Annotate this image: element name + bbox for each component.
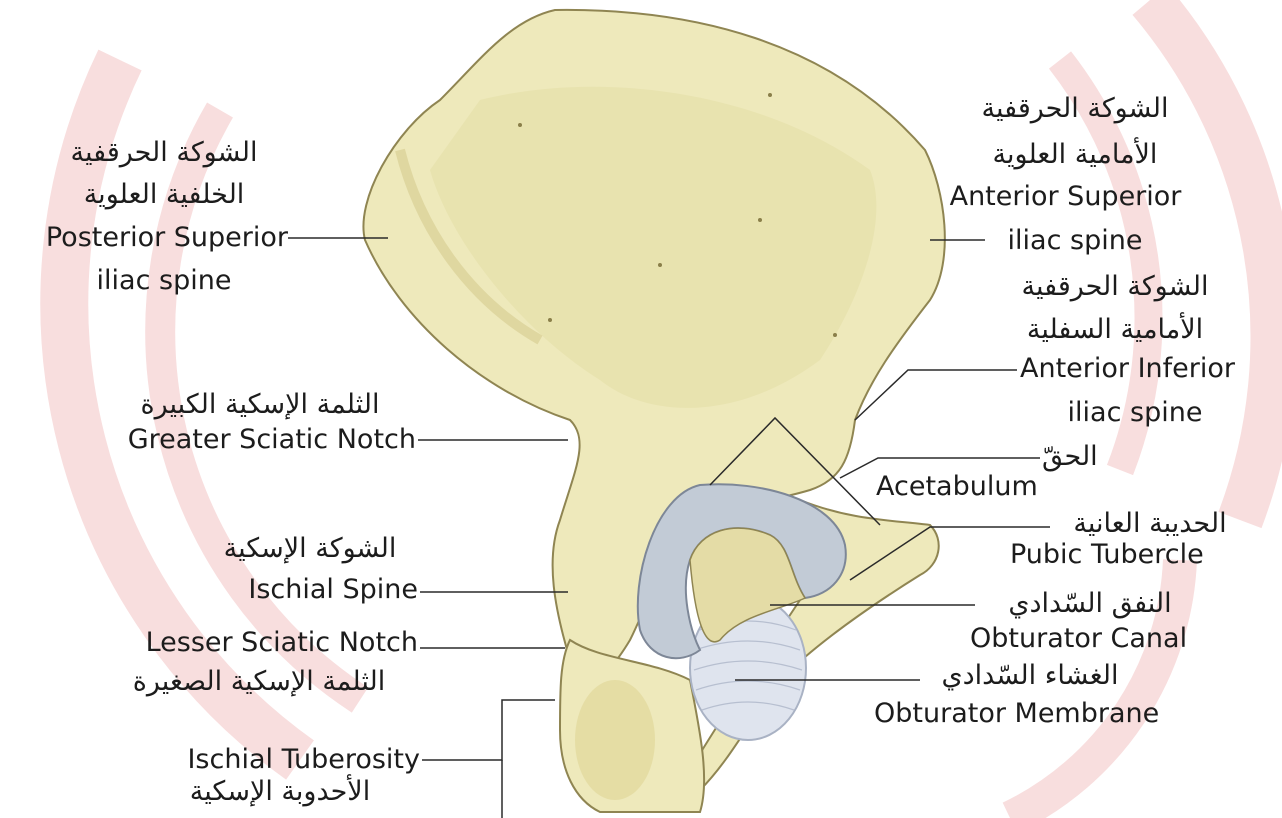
- psis-label-ar-2: الخلفية العلوية: [48, 178, 280, 212]
- acet-label-ar: الحقّ: [1042, 440, 1162, 474]
- asis-label-ar-1: الشوكة الحرقفية: [950, 92, 1200, 126]
- asis-label-ar-2: الأمامية العلوية: [950, 138, 1200, 172]
- ispine-label-en: Ischial Spine: [150, 573, 418, 607]
- aiis-label-en-2: iliac spine: [1010, 396, 1260, 430]
- psis-label-en-1: Posterior Superior: [4, 221, 288, 255]
- hip-bone-illustration: [363, 10, 944, 812]
- lsn-label-ar: الثلمة الإسكية الصغيرة: [100, 665, 418, 699]
- obcan-label-ar: النفق السّدادي: [975, 587, 1205, 621]
- obmem-label-en: Obturator Membrane: [874, 697, 1204, 731]
- ituber-label-en: Ischial Tuberosity: [110, 743, 420, 777]
- psis-label-ar-1: الشوكة الحرقفية: [48, 136, 280, 170]
- aiis-label-ar-2: الأمامية السفلية: [990, 313, 1240, 347]
- aiis-label-ar-1: الشوكة الحرقفية: [990, 270, 1240, 304]
- obmem-label-ar: الغشاء السّدادي: [920, 659, 1140, 693]
- asis-label-en-1: Anterior Superior: [928, 180, 1203, 214]
- asis-label-en-2: iliac spine: [950, 224, 1200, 258]
- acet-label-en: Acetabulum: [876, 470, 1076, 504]
- pubic-label-en: Pubic Tubercle: [1010, 538, 1260, 572]
- ispine-label-ar: الشوكة الإسكية: [195, 532, 425, 566]
- ituber-label-ar: الأحدوبة الإسكية: [140, 775, 420, 809]
- psis-label-en-2: iliac spine: [48, 264, 280, 298]
- obcan-label-en: Obturator Canal: [970, 622, 1220, 656]
- lsn-label-en: Lesser Sciatic Notch: [60, 626, 418, 660]
- gsn-label-ar: الثلمة الإسكية الكبيرة: [110, 388, 410, 422]
- pubic-label-ar: الحديبة العانية: [1050, 507, 1250, 541]
- gsn-label-en: Greater Sciatic Notch: [60, 423, 416, 457]
- aiis-label-en-1: Anterior Inferior: [1020, 352, 1280, 386]
